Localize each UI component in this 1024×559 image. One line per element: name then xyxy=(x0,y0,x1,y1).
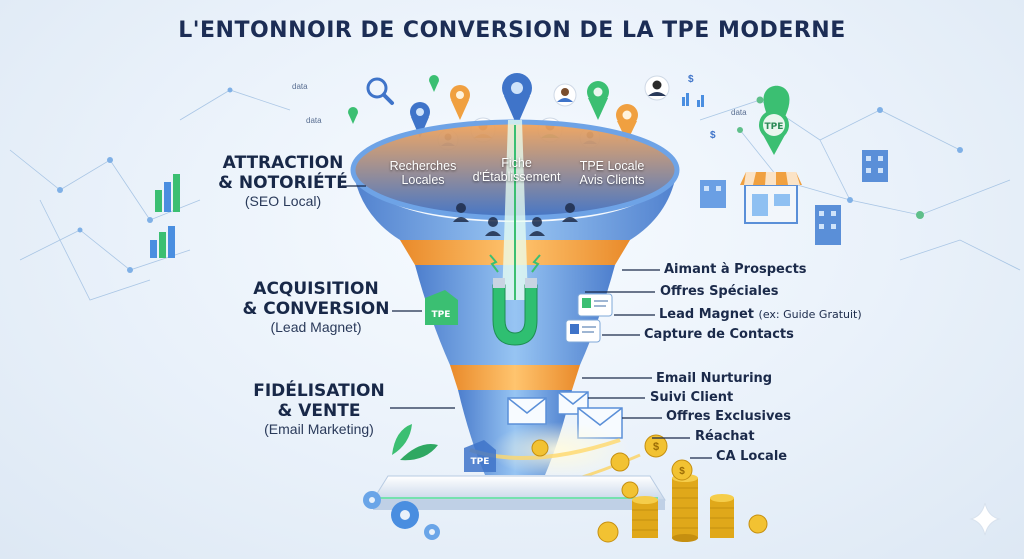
acquisition-item: Aimant à Prospects xyxy=(664,262,807,277)
acquisition-item: Lead Magnet (ex: Guide Gratuit) xyxy=(659,307,862,322)
svg-text:TPE: TPE xyxy=(432,310,451,320)
svg-text:$: $ xyxy=(710,130,716,141)
gear-icon xyxy=(363,491,440,540)
dollar-icon: $ $ xyxy=(688,74,716,141)
svg-text:TPE: TPE xyxy=(471,457,490,467)
coin-icon: $ $ xyxy=(531,434,768,543)
page-title: L'ENTONNOIR DE CONVERSION DE LA TPE MODE… xyxy=(178,18,846,43)
stage-acquisition: ACQUISITION & CONVERSION (Lead Magnet) xyxy=(242,279,390,336)
search-icon xyxy=(366,77,394,105)
tpe-badge: TPE TPE xyxy=(425,290,496,472)
bar-chart-icon xyxy=(150,174,180,258)
building-icon xyxy=(700,150,888,245)
fidelisation-item: Suivi Client xyxy=(650,390,734,405)
data-tag: data xyxy=(292,82,308,91)
store-icon xyxy=(740,172,802,224)
svg-text:$: $ xyxy=(688,74,694,85)
fidelisation-item: Offres Exclusives xyxy=(666,409,791,424)
coin-stack-icon xyxy=(632,474,734,542)
id-card-icon xyxy=(565,293,613,343)
fidelisation-item: Réachat xyxy=(695,429,755,444)
svg-text:$: $ xyxy=(653,441,659,453)
leaf-icon xyxy=(392,424,438,461)
acquisition-item: Capture de Contacts xyxy=(644,327,794,342)
acquisition-item: Offres Spéciales xyxy=(660,284,779,299)
fidelisation-item: Email Nurturing xyxy=(656,371,773,386)
stage-attraction: ATTRACTION & NOTORIÉTÉ (SEO Local) xyxy=(218,153,348,210)
magnet-icon xyxy=(489,254,541,346)
fidelisation-item: CA Locale xyxy=(716,449,788,464)
svg-text:TPE: TPE xyxy=(765,122,784,132)
connector-lines xyxy=(342,185,712,459)
data-tag: data xyxy=(306,116,322,125)
svg-text:$: $ xyxy=(679,466,685,477)
sparkle-icon xyxy=(969,502,1001,536)
stage-fidelisation: FIDÉLISATION & VENTE (Email Marketing) xyxy=(253,381,385,438)
data-tag: data xyxy=(731,108,747,117)
map-pin-icon xyxy=(348,73,638,142)
